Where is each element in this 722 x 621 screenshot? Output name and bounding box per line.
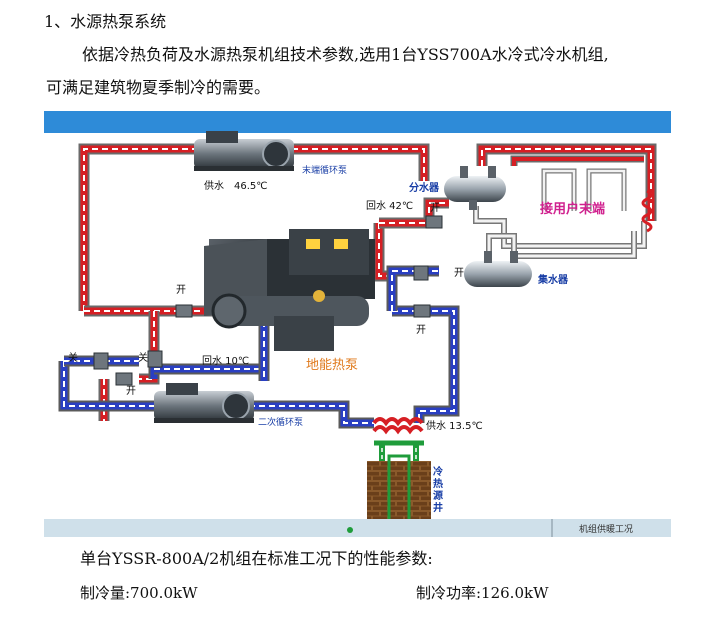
collector-tank (464, 251, 532, 287)
label-well: 冷热源井 (431, 465, 443, 514)
performance-title: 单台YSSR-800A/2机组在标准工况下的性能参数: (80, 549, 433, 568)
label-close-1: 关 (68, 351, 78, 364)
cooling-power: 制冷功率:126.0kW (416, 584, 549, 602)
label-open-3: 开 (454, 268, 464, 279)
label-user-end: 接用户末端 (540, 201, 605, 217)
splitter-tank (444, 166, 506, 210)
cooling-capacity: 制冷量:700.0kW (80, 584, 198, 602)
diagram-status-bar (44, 519, 671, 537)
label-return-top: 回水 42℃ (366, 200, 413, 212)
label-supply-top: 供水 46.5℃ (204, 179, 268, 192)
label-open-1: 开 (176, 285, 186, 296)
heat-source-well (367, 461, 431, 521)
label-open-4: 开 (416, 325, 426, 336)
intro-paragraph-line-1: 依据冷热负荷及水源热泵机组技术参数,选用1台YSS700A水冷式冷水机组, (82, 45, 609, 64)
label-pump-top: 末端循环泵 (302, 164, 347, 176)
label-pump-bottom: 二次循环泵 (258, 416, 303, 428)
label-splitter: 分水器 (409, 181, 440, 194)
secondary-circulation-pump (154, 383, 254, 423)
heat-pump-system-diagram: 供水 46.5℃ 末端循环泵 回水 42℃ 分水器 集水器 接用户末端 开 开 … (44, 111, 671, 537)
label-collector: 集水器 (537, 273, 569, 286)
valves (93, 215, 443, 386)
ground-source-heat-pump-unit (204, 229, 375, 351)
label-supply-bottom: 供水 13.5℃ (426, 419, 483, 432)
intro-paragraph-line-2: 可满足建筑物夏季制冷的需要。 (46, 78, 271, 97)
label-open-2: 开 (430, 203, 440, 214)
label-close-2: 关 (138, 351, 148, 364)
status-indicator (347, 527, 353, 533)
section-heading: 1、水源热泵系统 (44, 12, 167, 31)
label-return-bottom: 回水 10℃ (202, 355, 249, 367)
label-open-5: 开 (126, 386, 136, 397)
diagram-top-bar (44, 111, 671, 133)
user-end-coil (641, 189, 653, 233)
label-heat-pump: 地能热泵 (306, 358, 358, 373)
label-status-bar: 机组供暖工况 (579, 523, 633, 535)
top-circulation-pump (194, 131, 294, 171)
